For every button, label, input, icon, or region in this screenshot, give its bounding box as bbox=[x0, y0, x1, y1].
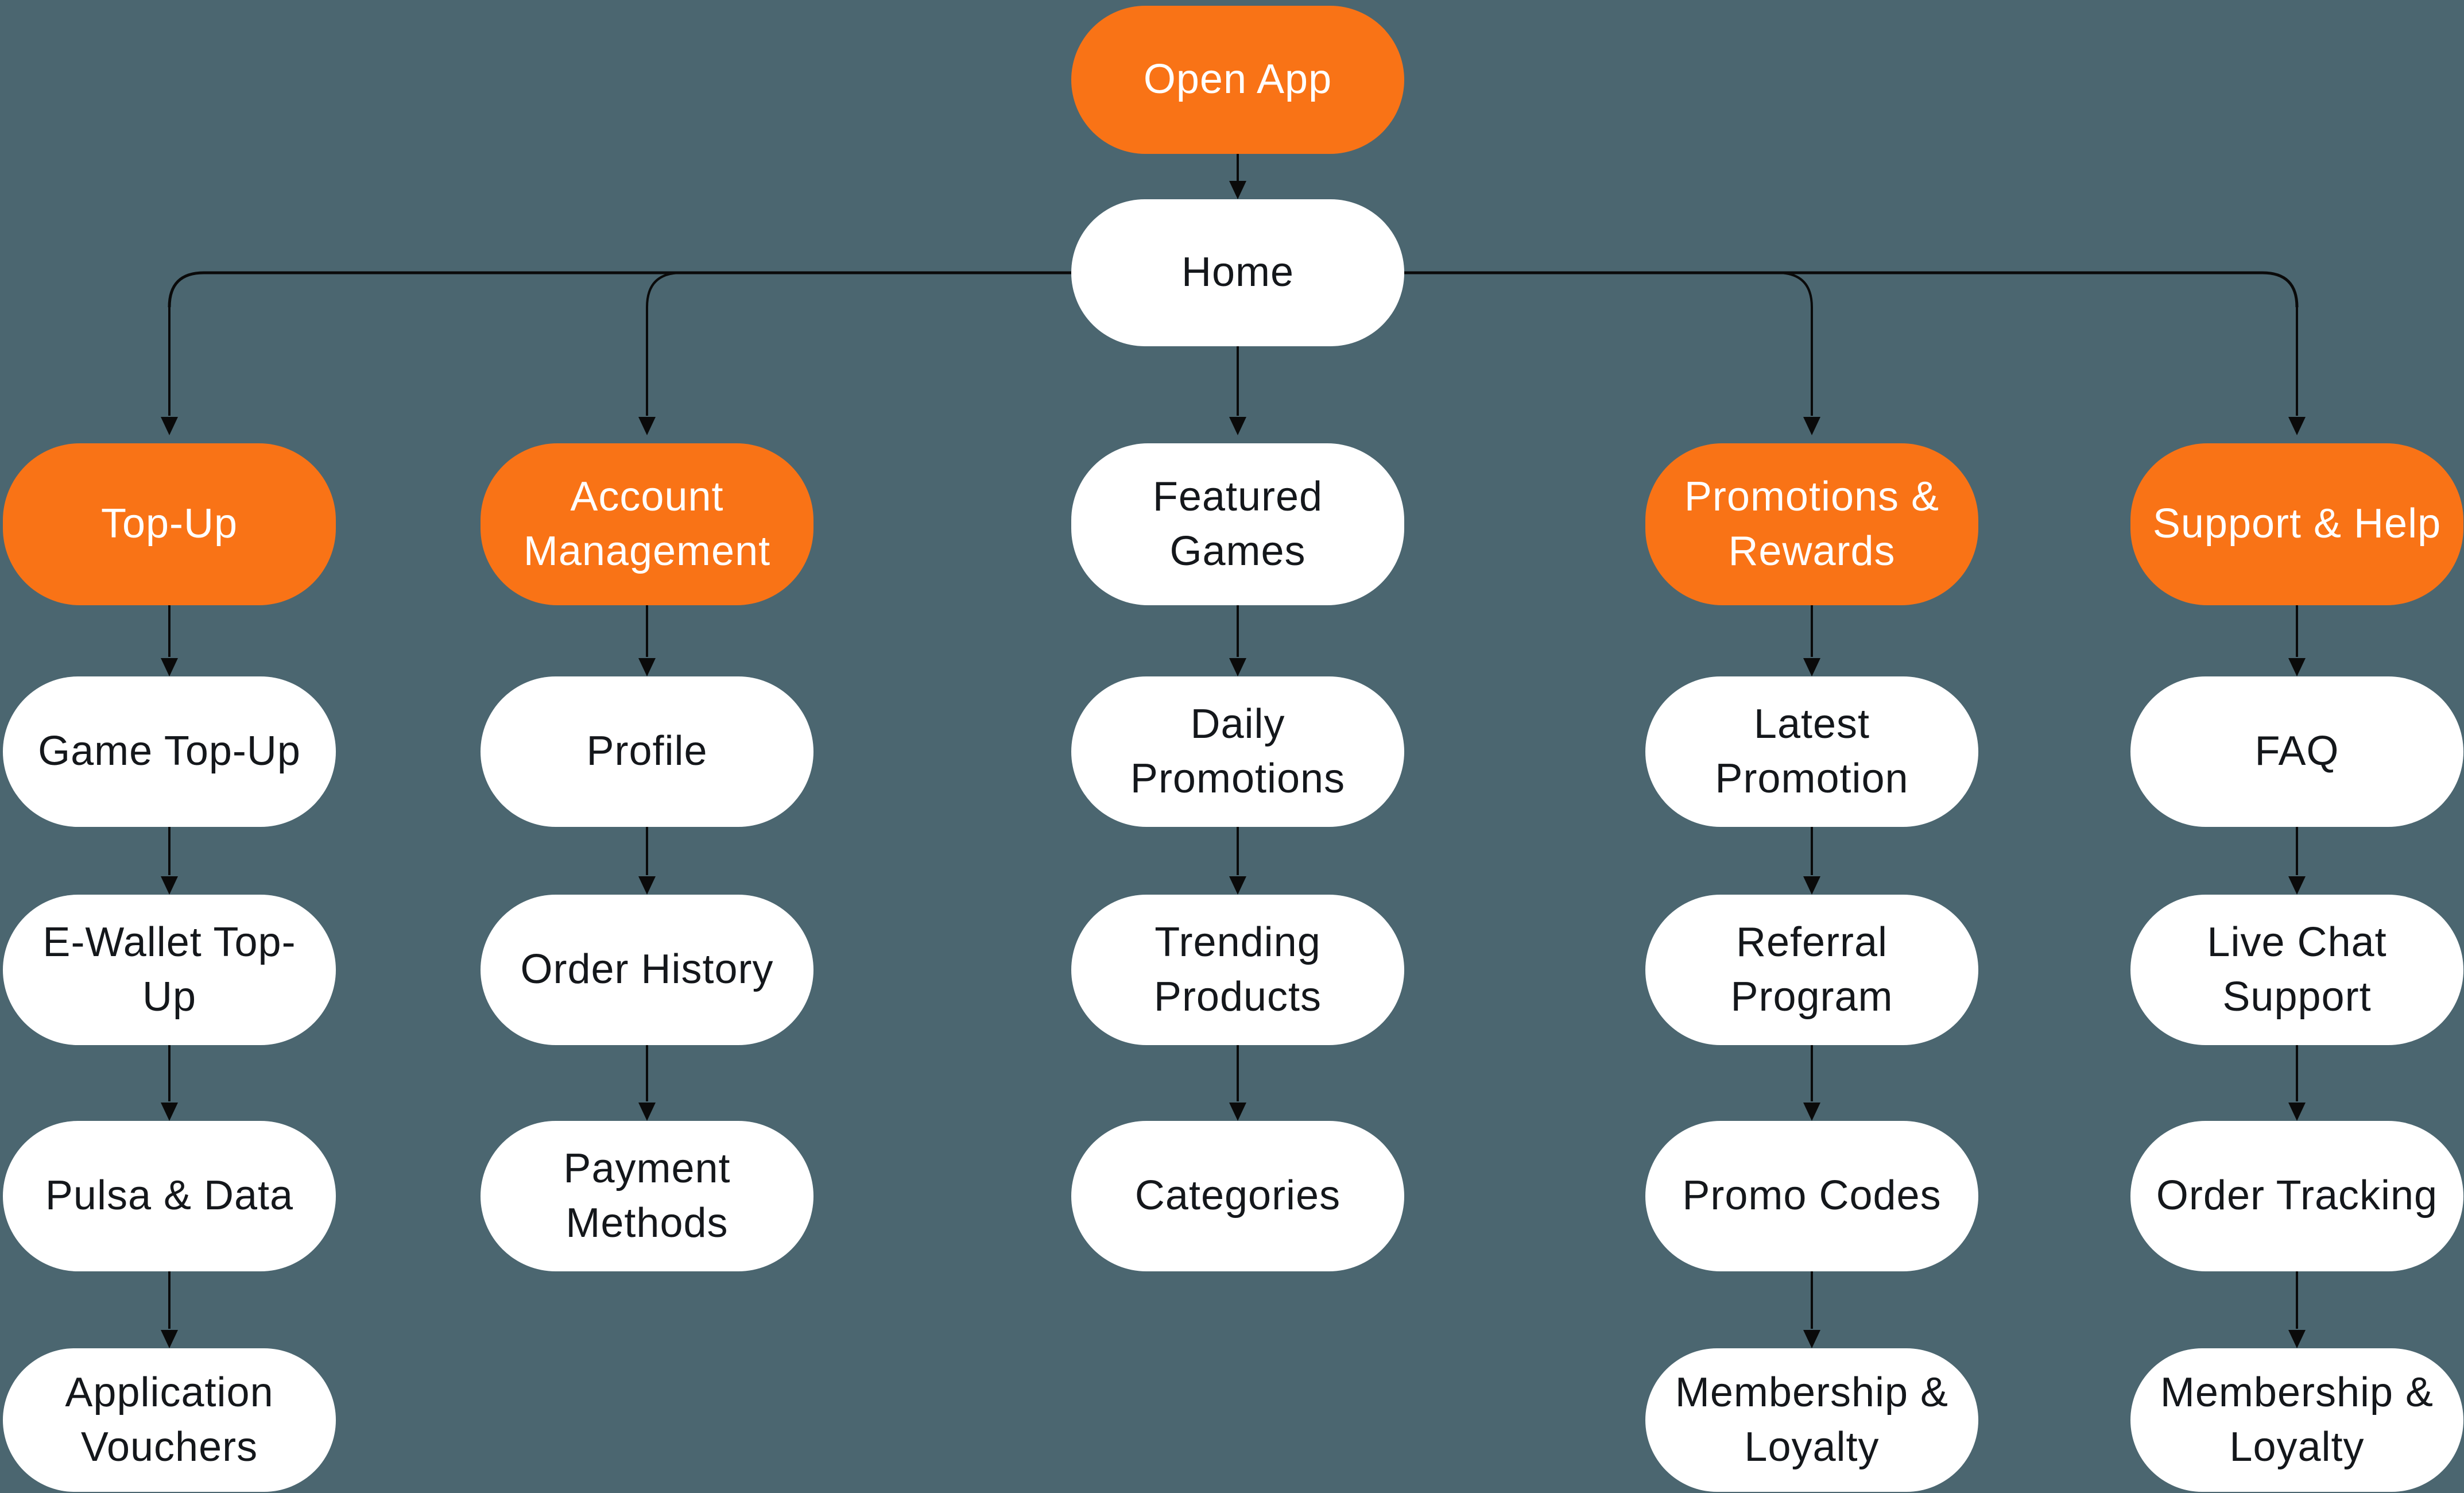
node-trending-products: Trending Products bbox=[1071, 895, 1404, 1045]
edge-live-chat-order-tracking bbox=[2288, 1045, 2306, 1121]
edge-account-management-profile bbox=[638, 605, 656, 676]
node-promotions-rewards: Promotions & Rewards bbox=[1645, 443, 1978, 605]
edge-home-promotions-rewards bbox=[1777, 272, 1820, 435]
edge-support-help-faq bbox=[2288, 605, 2306, 676]
node-open-app: Open App bbox=[1071, 6, 1404, 154]
edge-latest-promotion-referral-program bbox=[1803, 827, 1820, 895]
edge-order-tracking-membership-loyalty bbox=[2288, 1271, 2306, 1348]
node-categories: Categories bbox=[1071, 1121, 1404, 1271]
edge-faq-live-chat-support bbox=[2288, 827, 2306, 895]
node-profile: Profile bbox=[481, 676, 813, 827]
node-home: Home bbox=[1071, 199, 1404, 346]
edge-daily-promotions-trending-products bbox=[1229, 827, 1246, 895]
edge-pulsa-data-application-vouchers bbox=[161, 1271, 178, 1348]
edge-game-top-up-e-wallet bbox=[161, 827, 178, 895]
node-membership-loyalty-promotions: Membership & Loyalty bbox=[1645, 1348, 1978, 1492]
node-pulsa-data: Pulsa & Data bbox=[3, 1121, 336, 1271]
node-promo-codes: Promo Codes bbox=[1645, 1121, 1978, 1271]
edge-top-up-game-top-up bbox=[161, 605, 178, 676]
node-support-help: Support & Help bbox=[2130, 443, 2463, 605]
edge-promo-codes-membership-loyalty bbox=[1803, 1271, 1820, 1348]
node-featured-games: Featured Games bbox=[1071, 443, 1404, 605]
node-daily-promotions: Daily Promotions bbox=[1071, 676, 1404, 827]
edge-home-support-help bbox=[1404, 271, 2306, 435]
node-faq: FAQ bbox=[2130, 676, 2463, 827]
node-application-vouchers: Application Vouchers bbox=[3, 1348, 336, 1492]
edge-featured-games-daily-promotions bbox=[1229, 605, 1246, 676]
edge-order-history-payment-methods bbox=[638, 1045, 656, 1121]
edge-home-top-up bbox=[161, 271, 1071, 435]
edge-profile-order-history bbox=[638, 827, 656, 895]
node-e-wallet-top-up: E-Wallet Top- Up bbox=[3, 895, 336, 1045]
node-game-top-up: Game Top-Up bbox=[3, 676, 336, 827]
edge-trending-products-categories bbox=[1229, 1045, 1246, 1121]
node-live-chat-support: Live Chat Support bbox=[2130, 895, 2463, 1045]
edge-home-account-management bbox=[638, 272, 682, 435]
node-account-management: Account Management bbox=[481, 443, 813, 605]
node-top-up: Top-Up bbox=[3, 443, 336, 605]
node-payment-methods: Payment Methods bbox=[481, 1121, 813, 1271]
node-referral-program: Referral Program bbox=[1645, 895, 1978, 1045]
node-order-history: Order History bbox=[481, 895, 813, 1045]
node-latest-promotion: Latest Promotion bbox=[1645, 676, 1978, 827]
edge-promotions-latest-promotion bbox=[1803, 605, 1820, 676]
edge-home-featured-games bbox=[1229, 346, 1246, 435]
edge-e-wallet-pulsa-data bbox=[161, 1045, 178, 1121]
edge-referral-program-promo-codes bbox=[1803, 1045, 1820, 1121]
node-membership-loyalty-support: Membership & Loyalty bbox=[2130, 1348, 2463, 1492]
node-order-tracking: Order Tracking bbox=[2130, 1121, 2463, 1271]
edge-open-app-home bbox=[1229, 154, 1246, 199]
